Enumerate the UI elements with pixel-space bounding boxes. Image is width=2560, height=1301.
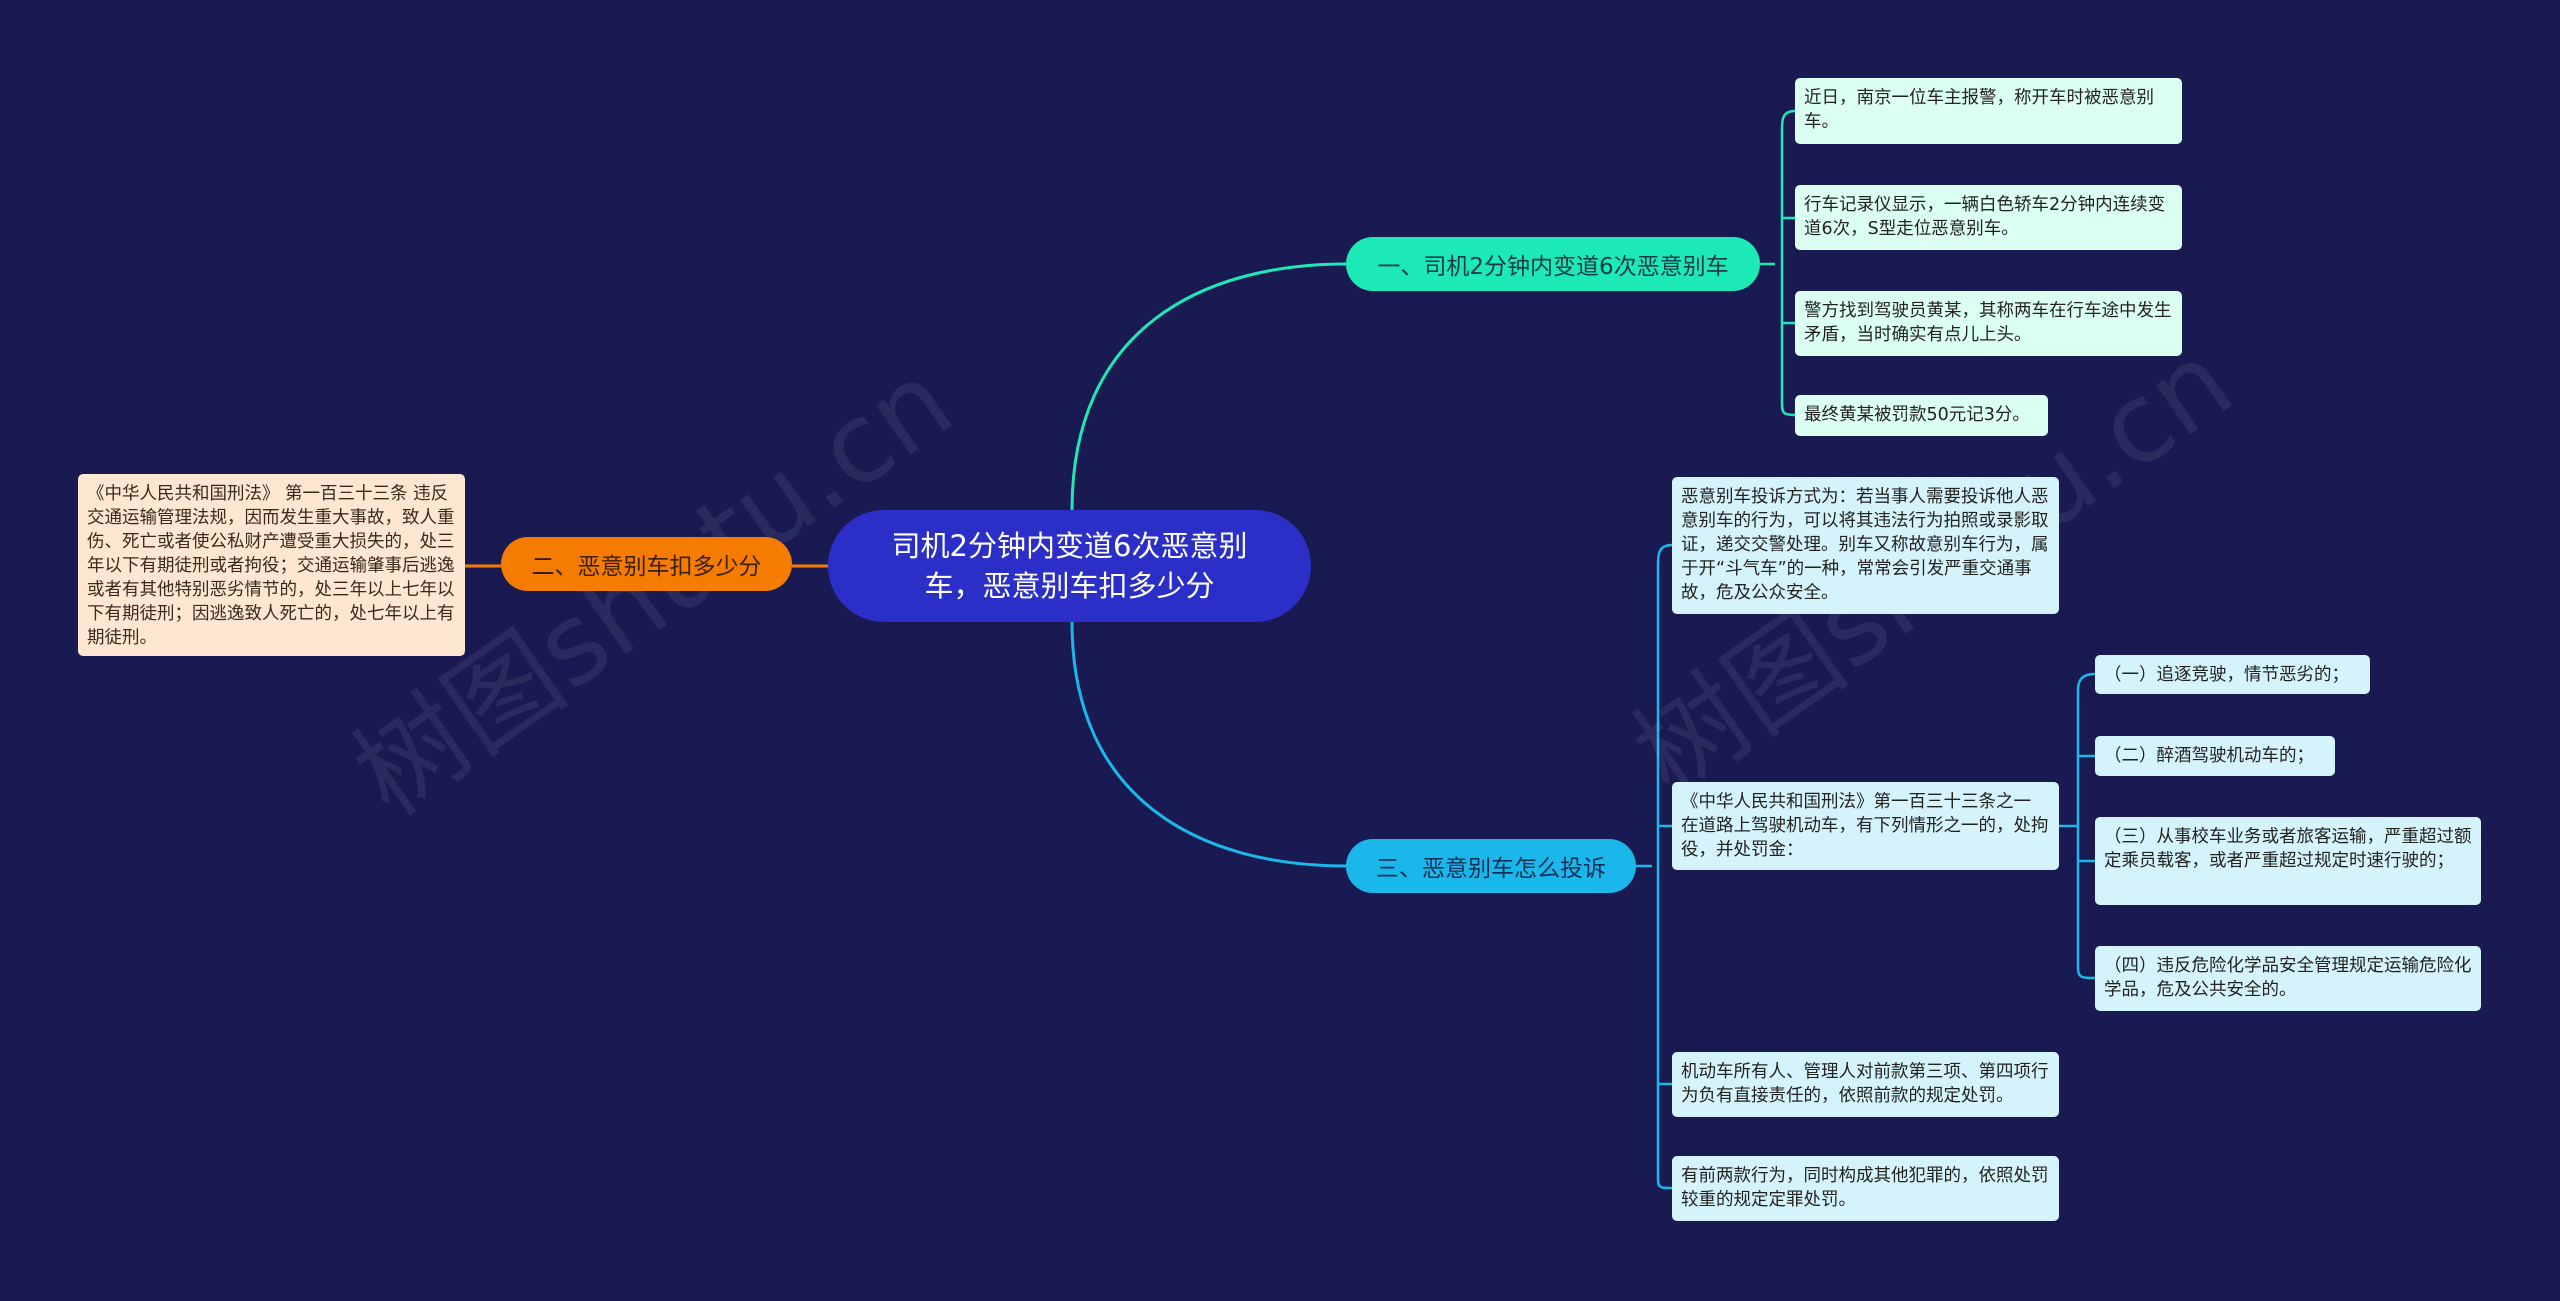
leaf-node[interactable]: 《中华人民共和国刑法》 第一百三十三条 违反交通运输管理法规，因而发生重大事故，… [78,474,465,656]
root-title: 司机2分钟内变道6次恶意别车，恶意别车扣多少分 [891,529,1248,603]
branch-label: 三、恶意别车怎么投诉 [1376,856,1606,882]
root-node[interactable]: 司机2分钟内变道6次恶意别车，恶意别车扣多少分 [828,510,1311,622]
branch-node-2[interactable]: 二、恶意别车扣多少分 [501,537,792,591]
branch-node-1[interactable]: 一、司机2分钟内变道6次恶意别车 [1346,237,1760,291]
leaf-node[interactable]: 最终黄某被罚款50元记3分。 [1795,395,2048,436]
leaf-node[interactable]: 机动车所有人、管理人对前款第三项、第四项行为负有直接责任的，依照前款的规定处罚。 [1672,1052,2059,1117]
branch-label: 二、恶意别车扣多少分 [531,554,762,580]
leaf-node[interactable]: 警方找到驾驶员黄某，其称两车在行车途中发生矛盾，当时确实有点儿上头。 [1795,291,2182,356]
sub-leaf-node[interactable]: （三）从事校车业务或者旅客运输，严重超过额定乘员载客，或者严重超过规定时速行驶的… [2095,817,2481,905]
leaf-node[interactable]: 行车记录仪显示，一辆白色轿车2分钟内连续变道6次，S型走位恶意别车。 [1795,185,2182,250]
leaf-node[interactable]: 《中华人民共和国刑法》第一百三十三条之一 在道路上驾驶机动车，有下列情形之一的，… [1672,782,2059,870]
branch-node-3[interactable]: 三、恶意别车怎么投诉 [1346,839,1636,893]
sub-leaf-node[interactable]: （四）违反危险化学品安全管理规定运输危险化学品，危及公共安全的。 [2095,946,2481,1011]
sub-leaf-node[interactable]: （一）追逐竞驶，情节恶劣的； [2095,655,2370,694]
leaf-node[interactable]: 恶意别车投诉方式为：若当事人需要投诉他人恶意别车的行为，可以将其违法行为拍照或录… [1672,477,2059,614]
sub-leaf-node[interactable]: （二）醉酒驾驶机动车的； [2095,736,2335,776]
leaf-node[interactable]: 近日，南京一位车主报警，称开车时被恶意别车。 [1795,78,2182,144]
leaf-node[interactable]: 有前两款行为，同时构成其他犯罪的，依照处罚较重的规定定罪处罚。 [1672,1156,2059,1221]
branch-label: 一、司机2分钟内变道6次恶意别车 [1377,254,1729,280]
